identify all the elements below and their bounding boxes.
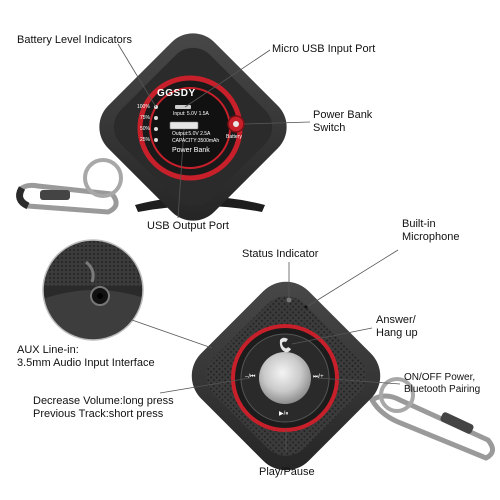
leader-usb-output (177, 128, 185, 219)
bottom-device (191, 281, 495, 471)
level-label-50: 50% (140, 126, 151, 132)
level-label-100: 100% (137, 104, 150, 110)
brand-logo-text: GGSDY (157, 88, 196, 99)
battery-symbol-icon (233, 121, 239, 127)
callout-onoff-pairing: ON/OFF Power, Bluetooth Pairing (404, 372, 481, 395)
battery-led-25 (154, 138, 158, 142)
carabiner-clip (16, 158, 123, 215)
power-bank-text: Power Bank (172, 147, 210, 154)
callout-aux-line-in: AUX Line-in: 3.5mm Audio Input Interface (17, 344, 155, 369)
callout-status-indicator: Status Indicator (242, 248, 319, 260)
leader-answer (291, 327, 373, 345)
capacity-spec-text: CAPACITY:3500mAh (172, 138, 220, 144)
leader-mic (307, 249, 399, 307)
level-label-75: 75% (140, 115, 151, 121)
callout-microphone: Built-in Microphone (402, 218, 460, 243)
leader-aux (131, 319, 213, 349)
micro-usb-port (175, 105, 191, 109)
callout-power-bank-switch: Power Bank Switch (313, 109, 373, 134)
next-button-label: ⏭/+ (313, 374, 324, 380)
callout-battery-levels: Battery Level Indicators (17, 34, 132, 46)
callout-usb-output: USB Output Port (147, 220, 229, 232)
status-indicator-led (286, 297, 292, 303)
callout-volume-track: Decrease Volume:long press Previous Trac… (33, 395, 174, 420)
top-device (16, 33, 287, 221)
input-spec-text: Input: 5.0V 1.5A (173, 111, 209, 117)
phone-icon (279, 337, 291, 353)
leader-battery (117, 43, 157, 108)
metal-center-button (259, 352, 311, 404)
output-spec-text: Output:5.0V 2.5A (172, 131, 211, 137)
leader-switch (243, 121, 311, 125)
leader-onoff (317, 377, 401, 385)
callout-play-pause: Play/Pause (259, 466, 315, 478)
prev-button-label: –/⏮ (245, 374, 256, 380)
microphone-hole (304, 305, 308, 309)
leader-micro-usb (184, 49, 271, 108)
aux-zoom-inset (42, 239, 144, 341)
battery-led-50 (154, 127, 158, 131)
leader-volume (159, 377, 251, 394)
level-label-25: 25% (140, 137, 151, 143)
battery-led-75 (154, 116, 158, 120)
carabiner-clip-right (368, 377, 495, 461)
leader-lines (117, 43, 401, 452)
play-button-label: ▶/⏸ (279, 411, 289, 417)
callout-micro-usb: Micro USB Input Port (272, 43, 376, 55)
callout-answer-hangup: Answer/ Hang up (376, 314, 418, 339)
usb-output-port (169, 121, 199, 130)
switch-caption-text: Battery (226, 134, 242, 140)
